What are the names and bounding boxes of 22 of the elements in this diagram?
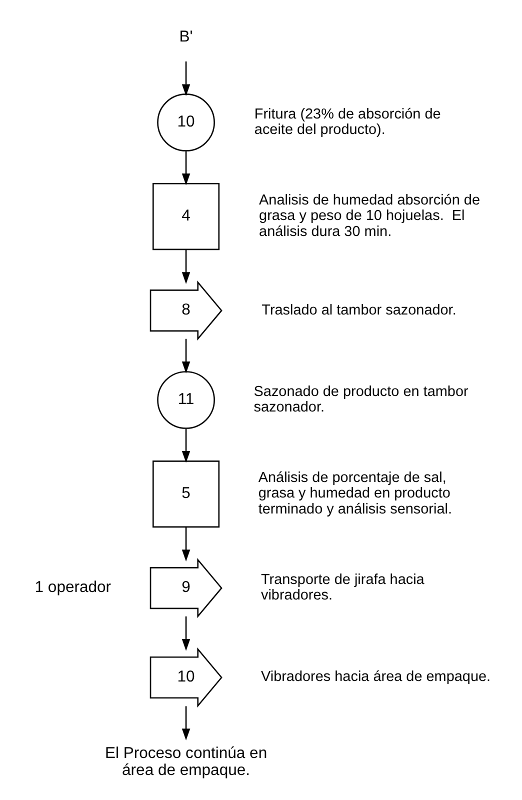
node-text: El Proceso continúa en área de empaque.: [104, 744, 268, 779]
label: 1 operador: [34, 579, 112, 596]
arrow: [182, 616, 190, 651]
node-box: 4: [152, 182, 220, 250]
node-label: Análisis de porcentaje de sal, grasa y humedad en producto terminado y análisis sensorial.: [258, 470, 452, 518]
node-label: Traslado al tambor sazonador.: [262, 302, 456, 318]
arrow: [182, 151, 190, 186]
node-box: 5: [152, 460, 220, 528]
arrow: [182, 61, 190, 96]
node-label: Analisis de humedad absorción de grasa y peso de 10 hojuelas. El análisis dura 30 min.: [259, 192, 480, 240]
arrow: [182, 428, 190, 463]
node-label: Vibradores hacia área de empaque.: [261, 669, 491, 686]
node-label: Fritura (23% de absorción de aceite del producto).: [254, 106, 441, 138]
arrow: [182, 250, 190, 284]
arrow: [182, 338, 190, 374]
node-circle: 11: [157, 371, 215, 429]
arrow: [182, 706, 190, 740]
node-label: Transporte de jirafa hacia vibradores.: [261, 572, 424, 604]
node-circle: 10: [157, 94, 215, 152]
node-label: Sazonado de producto en tambor sazonador.: [254, 384, 468, 416]
arrow: [182, 527, 190, 562]
node-text: B': [179, 28, 193, 46]
